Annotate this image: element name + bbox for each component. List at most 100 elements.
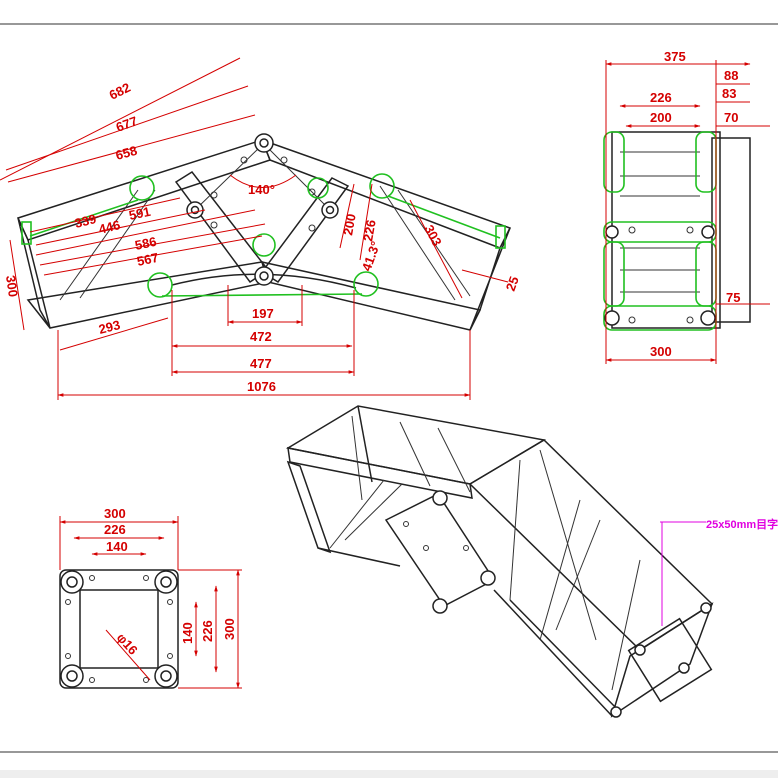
- dimline-25: [461, 269, 509, 283]
- dimline-677: [5, 85, 249, 171]
- iso-brace: [351, 415, 363, 501]
- dim-140-v: 140: [180, 622, 195, 644]
- dim-88: 88: [724, 68, 738, 83]
- dimline-586: [39, 223, 266, 266]
- corner-tube-inner: [66, 670, 78, 682]
- dim-339: 339: [73, 211, 98, 231]
- green-tube: [603, 131, 625, 193]
- green-chord-bottom: [161, 293, 363, 297]
- dim-446: 446: [97, 217, 122, 237]
- hole: [210, 221, 218, 229]
- iso-hinge-plate: [384, 493, 496, 607]
- hole: [463, 545, 469, 551]
- dimline-303: [409, 199, 463, 299]
- green-tube: [695, 241, 717, 307]
- dimline-591: [35, 209, 256, 256]
- dim-83: 83: [722, 86, 736, 101]
- dim-140-sec: 140: [106, 539, 128, 554]
- dim-567: 567: [136, 250, 160, 269]
- section-plate: [59, 569, 179, 689]
- dim-200: 200: [340, 213, 359, 237]
- iso-pin: [432, 490, 448, 506]
- left-diagonal-a: [59, 189, 139, 301]
- green-tube: [695, 131, 717, 193]
- iso-right-end-inner: [627, 617, 713, 703]
- hole: [167, 599, 173, 605]
- corner-tube: [154, 570, 178, 594]
- side-bolt: [604, 310, 620, 326]
- iso-right-bottom: [493, 589, 613, 717]
- green-end-left: [21, 221, 32, 245]
- dimline-682: [0, 57, 241, 181]
- iso-pin: [480, 570, 496, 586]
- iso-pin: [432, 598, 448, 614]
- hole: [628, 226, 636, 234]
- iso-brace: [555, 519, 601, 631]
- dimline-567: [43, 235, 263, 276]
- hole: [686, 316, 694, 324]
- iso-right-end: [610, 602, 714, 718]
- hole: [89, 677, 95, 683]
- corner-tube: [60, 570, 84, 594]
- dimline-300-left: [9, 239, 25, 331]
- dim-70: 70: [724, 110, 738, 125]
- dim-75: 75: [726, 290, 740, 305]
- dim-591: 591: [128, 204, 152, 223]
- dim-300-v: 300: [222, 618, 237, 640]
- green-tube-mid: [603, 221, 717, 243]
- iso-right-bottom-2: [509, 599, 621, 713]
- green-chord: [29, 199, 139, 237]
- dim-293: 293: [97, 317, 122, 337]
- front-view: 682 677 658 339 446 591 586 567 300 293 …: [0, 57, 522, 400]
- bottom-strip: [0, 770, 778, 778]
- corner-tube: [154, 664, 178, 688]
- dim-1076: 1076: [247, 379, 276, 394]
- dim-226-side: 226: [650, 90, 672, 105]
- dim-226: 226: [360, 219, 379, 243]
- section-view: φ16 300 226 140 140 226 300: [59, 506, 242, 689]
- hole: [89, 575, 95, 581]
- hole: [280, 156, 288, 164]
- green-joint: [147, 272, 173, 298]
- hole: [65, 599, 71, 605]
- iso-end-tube: [678, 662, 690, 674]
- iso-left-end: [286, 460, 332, 554]
- green-tube-bottom: [603, 305, 717, 331]
- dimline-293: [59, 317, 169, 351]
- iso-brace: [399, 421, 431, 487]
- dimline-226: [359, 183, 373, 261]
- dim-200-side: 200: [650, 110, 672, 125]
- green-tube: [603, 241, 625, 307]
- hole: [403, 521, 409, 527]
- iso-end-tube: [610, 706, 622, 718]
- hole: [308, 224, 316, 232]
- leader-hole: [105, 629, 151, 681]
- corner-tube: [60, 664, 84, 688]
- right-end-plate: [469, 227, 511, 331]
- pin-bottom-inner: [259, 271, 269, 281]
- dim-586: 586: [134, 234, 158, 253]
- hole: [423, 545, 429, 551]
- dim-25: 25: [503, 274, 522, 293]
- dim-477: 477: [250, 356, 272, 371]
- hinge-link-b: [264, 144, 331, 211]
- hinge-link-a: [194, 144, 263, 211]
- dim-375: 375: [664, 49, 686, 64]
- right-diagonal-b: [397, 189, 471, 297]
- pin-top-inner: [259, 138, 269, 148]
- iso-left-bottom: [317, 547, 401, 567]
- green-joint: [129, 175, 155, 201]
- hole: [143, 677, 149, 683]
- corner-tube-inner: [160, 576, 172, 588]
- hole: [686, 226, 694, 234]
- dimline-200: [339, 183, 355, 249]
- right-diagonal-a: [379, 185, 456, 301]
- green-joint: [252, 233, 276, 257]
- side-bolt: [700, 310, 716, 326]
- iso-brace: [539, 449, 597, 641]
- iso-brace: [611, 559, 641, 691]
- dim-hole: φ16: [114, 630, 141, 658]
- dim-682: 682: [107, 80, 133, 103]
- hole: [143, 575, 149, 581]
